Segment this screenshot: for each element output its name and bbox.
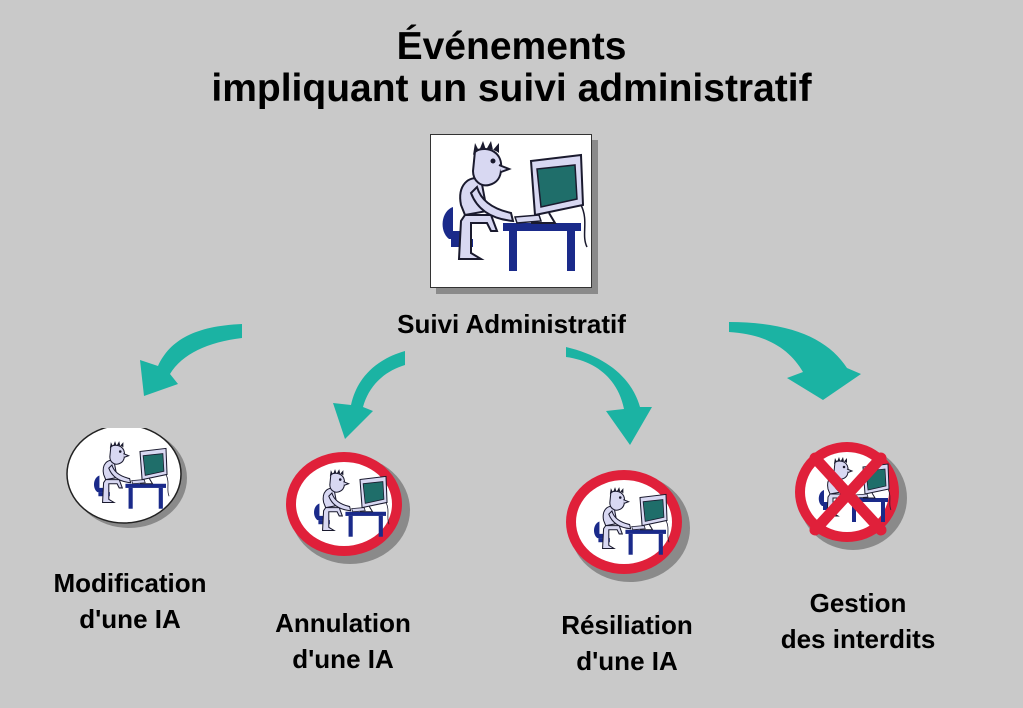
annulation-badge — [286, 452, 410, 564]
central-label: Suivi Administratif — [397, 309, 626, 339]
node-gestion — [795, 440, 935, 560]
person-at-computer-icon — [441, 140, 588, 272]
central-illustration — [430, 134, 592, 288]
gestion-badge — [795, 442, 907, 550]
node-modification — [66, 428, 206, 548]
title-line-2: impliquant un suivi administratif — [211, 67, 812, 110]
node-resiliation-label: Résiliation d'une IA — [561, 610, 693, 676]
red-cross-icon — [809, 452, 887, 536]
title-line-1: Événements — [396, 25, 627, 68]
node-annulation — [286, 452, 426, 572]
arrow-to-gestion — [729, 322, 861, 400]
arrow-to-resiliation — [566, 347, 652, 445]
arrow-to-modification — [140, 324, 242, 396]
resiliation-badge — [566, 470, 690, 582]
modification-badge — [66, 428, 187, 528]
node-gestion-label: Gestion des interdits — [780, 588, 936, 654]
arrow-to-annulation — [333, 351, 405, 439]
page-title: Événements impliquant un suivi administr… — [0, 26, 1023, 110]
node-resiliation — [566, 470, 706, 590]
node-annulation-label: Annulation d'une IA — [275, 608, 411, 674]
node-modification-label: Modification d'une IA — [53, 568, 207, 634]
